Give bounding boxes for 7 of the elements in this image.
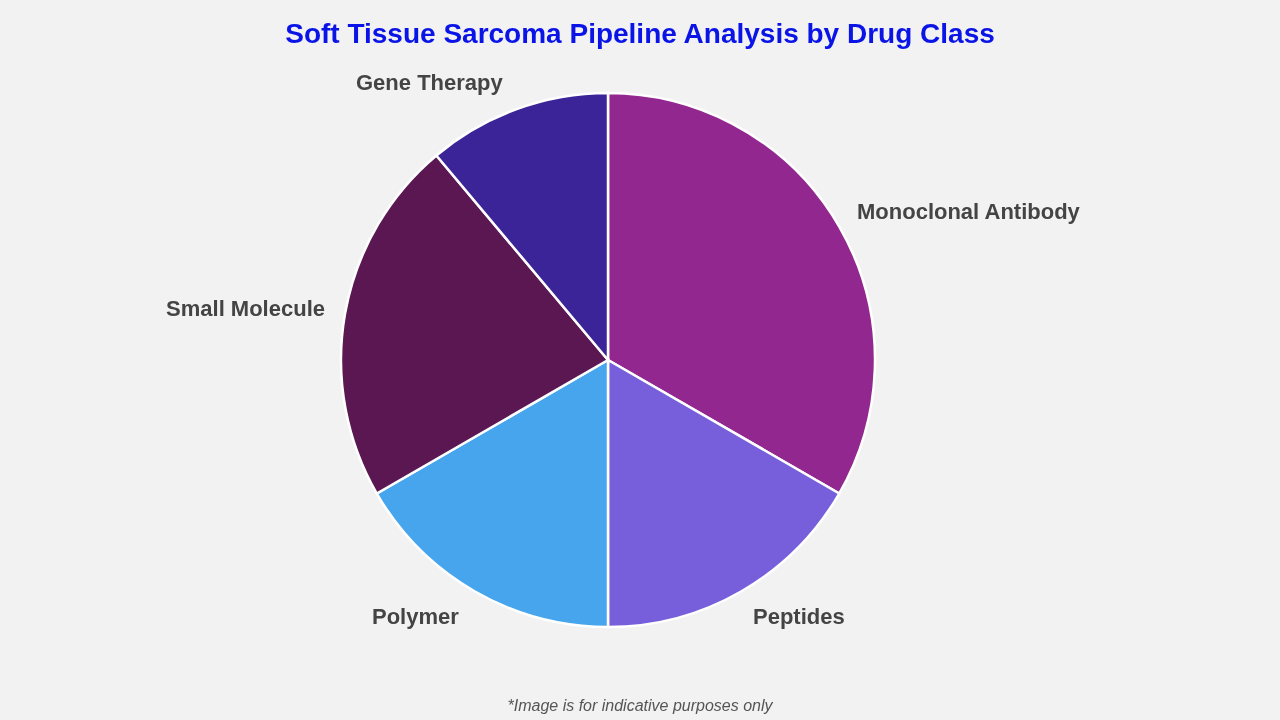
caption: *Image is for indicative purposes only [507,697,773,714]
slice-label: Peptides [753,604,845,630]
slice-label: Monoclonal Antibody [857,199,1080,225]
chart-title: Soft Tissue Sarcoma Pipeline Analysis by Drug Class [285,18,995,49]
slice-label: Gene Therapy [356,70,503,96]
slice-label: Small Molecule [166,296,325,322]
slice-label: Polymer [372,604,459,630]
